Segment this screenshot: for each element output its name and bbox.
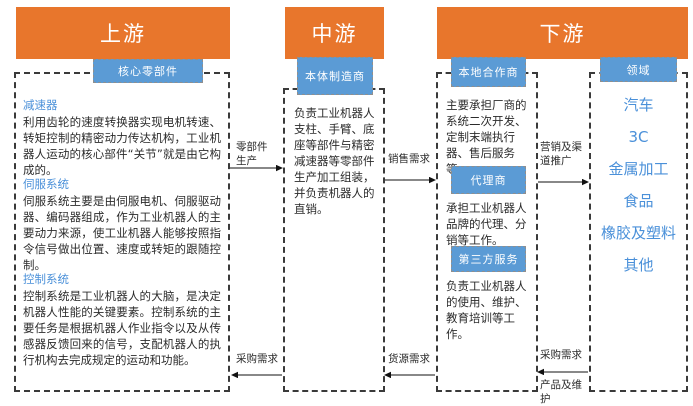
chip-local-partner-label: 本地合作商	[458, 66, 519, 79]
chip-core-parts-label: 核心零部件	[118, 65, 178, 78]
chip-third-party[interactable]: 第三方服务	[451, 246, 526, 272]
upstream-section-reducer-title: 减速器	[23, 98, 58, 112]
upstream-section-control: 控制系统 控制系统是工业机器人的大脑，是决定机器人性能的关键要素。控制系统的主要…	[23, 271, 221, 368]
local-partner-body: 主要承担厂商的系统二次开发、定制末端执行器、售后服务等。	[446, 98, 527, 176]
chip-local-partner[interactable]: 本地合作商	[451, 57, 526, 87]
connector-label-supply-demand: 货源需求	[388, 353, 430, 365]
field-item-2: 金属加工	[608, 160, 669, 178]
upstream-section-reducer: 减速器 利用齿轮的速度转换器实现电机转速、转矩控制的精密动力传达机构，工业机器人…	[23, 97, 221, 178]
chip-body-maker[interactable]: 本体制造商	[297, 57, 373, 95]
field-item-4: 橡胶及塑料	[600, 224, 676, 242]
chip-third-party-label: 第三方服务	[458, 253, 519, 266]
field-item-1: 3C	[628, 128, 649, 146]
connector-label-procurement-demand-left: 采购需求	[236, 353, 278, 365]
chip-field-label: 领域	[626, 63, 651, 77]
chip-core-parts[interactable]: 核心零部件	[93, 59, 203, 83]
upstream-section-servo: 伺服系统 伺服系统主要是由伺服电机、伺服驱动器、编码器组成，作为工业机器人的主要…	[23, 176, 221, 273]
connector-label-marketing-channel: 营销及渠 道推广	[540, 141, 582, 167]
chip-body-maker-label: 本体制造商	[305, 70, 365, 83]
stage-header-upstream-label: 上游	[100, 22, 146, 46]
upstream-section-servo-title: 伺服系统	[23, 177, 69, 191]
connector-label-product-maintenance: 产品及维护	[540, 379, 582, 405]
stage-header-upstream: 上游	[16, 7, 230, 59]
field-item-5: 其他	[623, 256, 654, 274]
connector-label-sales-demand: 销售需求	[388, 153, 430, 165]
field-list: 汽车 3C 金属加工 食品 橡胶及塑料 其他	[589, 96, 688, 288]
agent-body: 承担工业机器人品牌的代理、分销等工作。	[446, 201, 527, 247]
stage-header-midstream-label: 中游	[311, 22, 358, 46]
third-party-body: 负责工业机器人的使用、维护、教育培训等工作。	[446, 279, 527, 341]
chip-field[interactable]: 领域	[600, 57, 677, 82]
chip-agent[interactable]: 代理商	[451, 166, 526, 194]
stage-header-downstream-label: 下游	[539, 22, 586, 46]
connector-label-procurement-demand-right: 采购需求	[540, 349, 582, 361]
field-item-3: 食品	[623, 192, 654, 210]
field-item-0: 汽车	[623, 96, 654, 114]
upstream-section-control-body: 控制系统是工业机器人的大脑，是决定机器人性能的关键要素。控制系统的主要任务是根据…	[23, 289, 221, 367]
upstream-section-control-title: 控制系统	[23, 272, 69, 286]
upstream-section-reducer-body: 利用齿轮的速度转换器实现电机转速、转矩控制的精密动力传达机构，工业机器人运动的核…	[23, 115, 221, 177]
upstream-section-servo-body: 伺服系统主要是由伺服电机、伺服驱动器、编码器组成，作为工业机器人的主要动力来源，…	[23, 194, 221, 272]
connector-label-parts-production: 零部件 生产	[236, 141, 268, 167]
stage-header-downstream: 下游	[437, 7, 688, 59]
midstream-body: 负责工业机器人支柱、手臂、底座等部件与精密减速器等零部件生产加工组装，并负责机器…	[294, 106, 375, 216]
chip-agent-label: 代理商	[470, 174, 507, 187]
stage-header-midstream: 中游	[285, 7, 384, 59]
